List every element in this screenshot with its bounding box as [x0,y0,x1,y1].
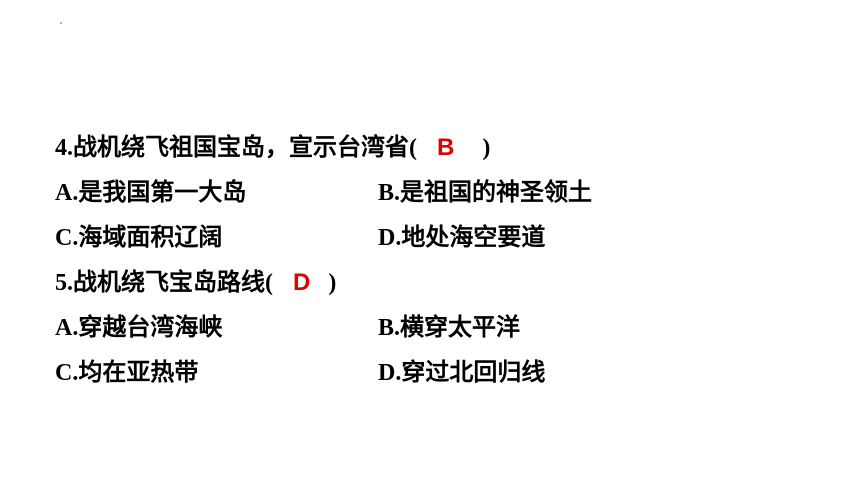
question-4-option-d: D.地处海空要道 [378,225,546,251]
question-4-prefix: 4.战机绕飞祖国宝岛，宣示台湾省( [55,135,417,161]
question-4-option-c: C.海域面积辽阔 [55,225,223,251]
question-5-option-b: B.横穿太平洋 [378,315,521,341]
question-5-prefix: 5.战机绕飞宝岛路线( [55,270,273,296]
question-4-option-a: A.是我国第一大岛 [55,180,247,206]
decorative-dot [60,22,62,24]
question-4-option-b: B.是祖国的神圣领土 [378,180,593,206]
question-4-stem: 4.战机绕飞祖国宝岛，宣示台湾省( B) [55,133,490,163]
question-4-answer: B [437,134,455,161]
question-5-option-a: A.穿越台湾海峡 [55,315,223,341]
question-5-answer: D [293,269,311,296]
question-5-stem: 5.战机绕飞宝岛路线( D) [55,268,336,298]
question-5-suffix: ) [328,270,337,296]
question-5-option-d: D.穿过北回归线 [378,360,546,386]
question-5-option-c: C.均在亚热带 [55,360,199,386]
question-4-suffix: ) [482,135,491,161]
